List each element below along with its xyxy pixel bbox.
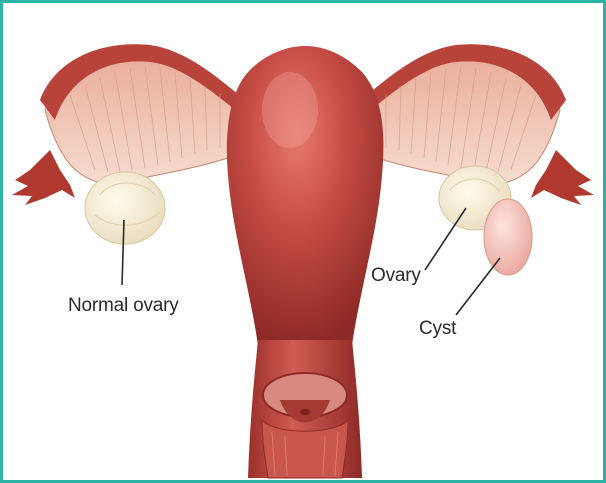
uterus [227, 46, 384, 478]
normal-ovary [85, 172, 165, 244]
normal-ovary-label: Normal ovary [68, 295, 179, 317]
ovary-with-cyst [439, 166, 532, 275]
ovary-label: Ovary [371, 265, 421, 287]
cyst [484, 199, 532, 275]
cyst-label: Cyst [419, 318, 456, 340]
ovary-leader-line [425, 208, 466, 270]
cyst-leader-line [456, 258, 500, 315]
